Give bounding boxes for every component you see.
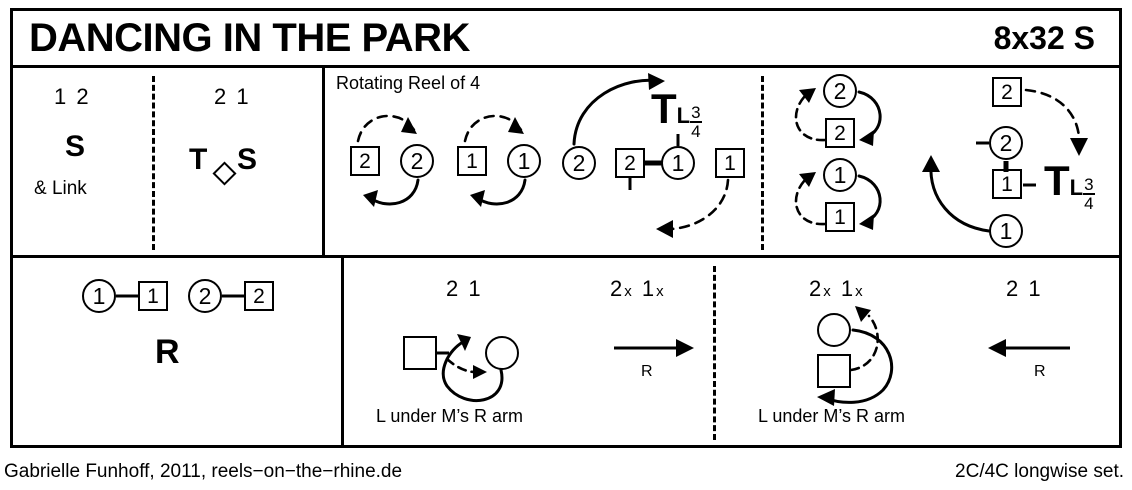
bar6-fraction-denominator: 4 <box>1083 193 1095 214</box>
bar9-pos-b-sub: x <box>656 283 666 300</box>
dancer-token-square-blank <box>817 354 851 388</box>
bar4-fraction-numerator: 3 <box>691 103 701 122</box>
bar6-turn-letter: T <box>1044 157 1070 204</box>
dancer-token-circle: 2 <box>989 126 1023 160</box>
bar4-fraction: 3 4 <box>690 103 702 142</box>
footer-set: 2C/4C longwise set. <box>955 461 1124 482</box>
dancer-token-square: 1 <box>715 148 745 178</box>
bar2-turn: T <box>189 143 208 176</box>
dancer-token-square: 1 <box>457 146 487 176</box>
bar10-path-arrows <box>817 306 894 406</box>
bar4-turn-letter: T <box>651 85 677 132</box>
diagram-row-2: 1 1 2 2 R 2 1 L under M’s R arm <box>10 258 1122 448</box>
bar9-arrow-label: R <box>641 363 653 380</box>
dancer-token-circle-blank <box>817 313 851 347</box>
bar-cell-2: 2 1 T S <box>152 68 322 255</box>
dancer-token-square: 1 <box>138 281 168 311</box>
bar-cell-5: 2 2 1 1 <box>761 68 931 255</box>
bar-cell-10: 2x 1x L under M’s R arm <box>713 258 958 448</box>
bar6-hand: L <box>1069 175 1084 200</box>
bar11-direction-arrow <box>988 339 1070 357</box>
page-title: DANCING IN THE PARK <box>29 16 470 60</box>
bar-divider-solid-1 <box>322 68 325 255</box>
dancer-token-circle-blank <box>485 336 519 370</box>
bar2-positions: 2 1 <box>214 84 251 109</box>
bar1-positions: 1 2 <box>54 84 91 109</box>
bar9-direction-arrow <box>614 339 694 357</box>
bar6-path-arrows <box>922 88 1088 233</box>
bar10-caption: L under M’s R arm <box>758 406 906 426</box>
diagram-row-1: 1 2 S & Link 2 1 T S Rotating Reel of 4 … <box>10 68 1122 258</box>
bar-divider-dashed-1 <box>152 76 155 250</box>
diagram-frame <box>10 8 1122 448</box>
bar9-pos-b: 1 <box>641 276 657 301</box>
footer-credit: Gabrielle Funhoff, 2011, reels−on−the−rh… <box>4 461 403 482</box>
bar1-note: & Link <box>34 178 87 199</box>
dancer-token-square: 2 <box>244 281 274 311</box>
dancer-token-circle: 1 <box>82 279 116 313</box>
bar10-pos-a-sub: x <box>823 283 833 300</box>
bar3-path-arrows <box>356 114 527 207</box>
bar5-path-arrows <box>794 88 882 230</box>
bar7-ticks <box>116 294 244 298</box>
bar3-label: Rotating Reel of 4 <box>336 73 481 93</box>
dancer-token-circle: 2 <box>188 279 222 313</box>
bar10-positions: 2x 1x <box>809 276 865 302</box>
bar9-positions: 2x 1x <box>610 276 666 302</box>
bar4-hand: L <box>676 103 691 128</box>
bar9-pos-a: 2 <box>610 276 625 301</box>
bar-cell-11: 2 1 R <box>958 258 1122 448</box>
bar11-positions: 2 1 <box>1006 276 1043 301</box>
bar4-fraction-denominator: 4 <box>690 121 702 142</box>
dance-meter: 8x32 S <box>993 20 1095 56</box>
bar6-fraction-numerator: 3 <box>1084 175 1094 194</box>
bar10-pos-a: 2 <box>809 276 824 301</box>
bar-cell-9: 2x 1x R <box>596 258 713 448</box>
dancer-token-circle: 2 <box>823 74 857 108</box>
bar-cell-8: 2 1 L under M’s R arm <box>341 258 596 448</box>
bar2-figure: S <box>237 143 258 176</box>
bar-divider-solid-2 <box>341 258 344 448</box>
bar7-figure: R <box>155 333 180 371</box>
dancer-token-circle: 2 <box>400 144 434 178</box>
bar4-path-arrows <box>572 73 730 238</box>
bar9-pos-a-sub: x <box>624 283 634 300</box>
bar10-pos-b-sub: x <box>855 283 865 300</box>
dancer-token-circle: 1 <box>507 144 541 178</box>
bar8-positions: 2 1 <box>446 276 483 301</box>
dancer-token-circle: 2 <box>562 146 596 180</box>
dancer-token-square: 2 <box>350 146 380 176</box>
bar-cell-1: 1 2 S & Link <box>10 68 152 255</box>
bar8-path-arrows <box>437 334 504 402</box>
bar-cell-6: 2 2 1 1 T L 3 4 <box>922 68 1122 255</box>
dancer-token-square: 2 <box>825 118 855 148</box>
bar1-figure: S <box>65 130 86 163</box>
dancer-token-square-blank <box>403 336 437 370</box>
bar-cell-4: 2 2 1 1 T L 3 4 <box>552 68 761 255</box>
bar10-pos-b: 1 <box>840 276 856 301</box>
bar11-arrow-label: R <box>1034 363 1046 380</box>
bar-cell-3: Rotating Reel of 4 2 2 1 1 <box>322 68 552 255</box>
bar-cell-7: 1 1 2 2 R <box>10 258 341 448</box>
bar-divider-dashed-3 <box>713 266 716 440</box>
bar8-caption: L under M’s R arm <box>376 406 524 426</box>
bar-divider-dashed-2 <box>761 76 764 250</box>
bar6-turn-mark: T L 3 4 <box>1044 157 1095 214</box>
bar4-turn-mark: T L 3 4 <box>651 85 702 142</box>
dancer-token-square: 1 <box>825 202 855 232</box>
dancer-token-circle: 1 <box>823 158 857 192</box>
dancer-token-circle: 1 <box>989 214 1023 248</box>
bar6-fraction: 3 4 <box>1083 175 1095 214</box>
diamond-icon <box>212 161 237 186</box>
dancer-token-square: 2 <box>992 77 1022 107</box>
